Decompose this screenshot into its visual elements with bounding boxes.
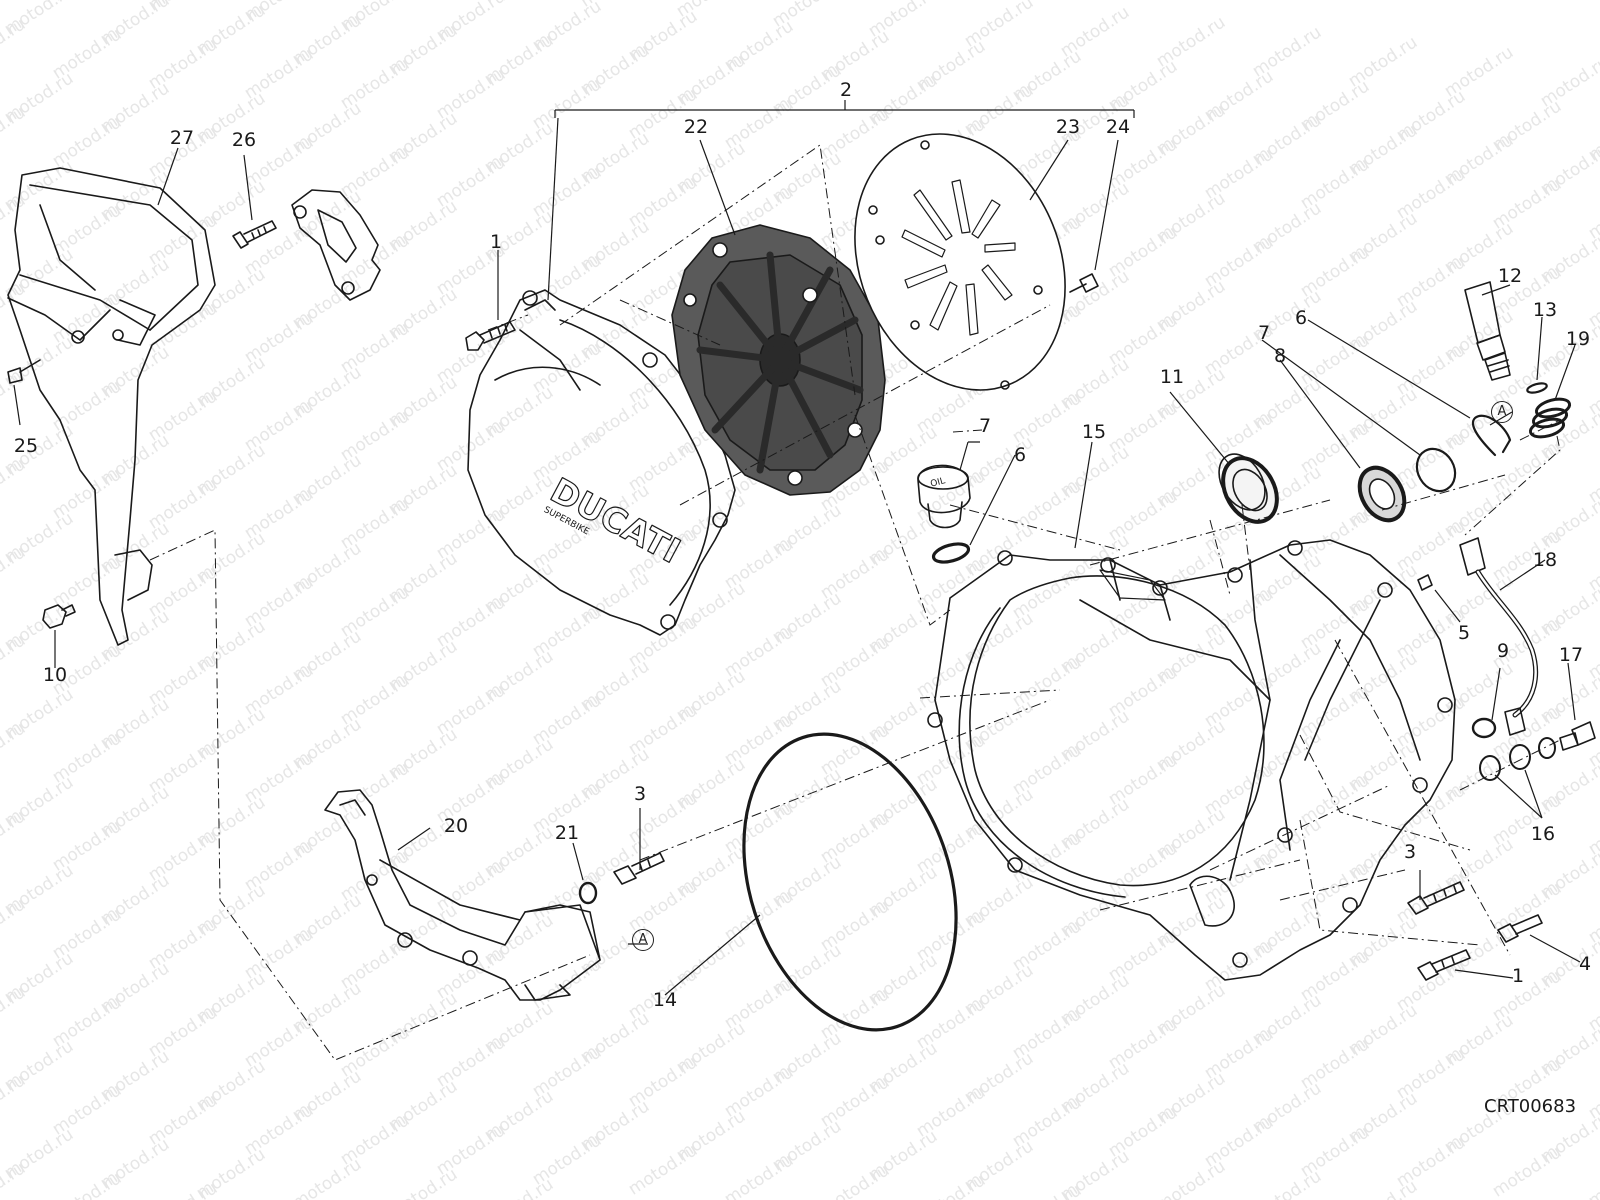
part-21-fitting [1528, 397, 1572, 439]
part-23-washer [578, 881, 598, 905]
callout-24: 22 [683, 116, 709, 138]
callout-15: 13 [1532, 299, 1558, 321]
callout-8: 6 [1294, 307, 1308, 329]
part-28-screw [232, 220, 277, 249]
callout-16: 14 [652, 989, 678, 1011]
part-9-ring [1415, 447, 1457, 493]
ducati-logo: DUCATI SUPERBIKE [542, 470, 687, 572]
part-29-cover-guard [7, 167, 216, 646]
part-5-dowel [1417, 574, 1433, 591]
part-24-gasket [671, 224, 886, 496]
connector-marker-a-right: A [1491, 401, 1513, 423]
callout-12: 10 [42, 664, 68, 686]
callout-1-bottom: 1 [1511, 965, 1525, 987]
callout-9: 7 [1257, 322, 1271, 344]
callout-22: 20 [443, 815, 469, 837]
part-14-sensor [1464, 281, 1511, 381]
callout-25: 23 [1055, 116, 1081, 138]
part-13-seal [1218, 453, 1279, 524]
callout-2: 2 [839, 79, 853, 101]
part-20-oil-pipe [1459, 537, 1539, 736]
callout-5: 5 [1457, 622, 1471, 644]
part-15-washer [1526, 382, 1548, 394]
callout-7: 7 [978, 415, 992, 437]
part-18-washers [1479, 737, 1556, 781]
plate-slots [901, 179, 1016, 336]
callout-4: 4 [1578, 953, 1592, 975]
callout-17: 15 [1081, 421, 1107, 443]
part-22-bracket [324, 789, 601, 1001]
callout-3-second: 3 [1403, 841, 1417, 863]
part-10-seal [1357, 465, 1407, 523]
callout-20: 18 [1532, 549, 1558, 571]
part-27-screw [7, 359, 41, 384]
clutch-cover [467, 289, 736, 636]
reference-code: CRT00683 [1484, 1096, 1577, 1117]
callout-23: 21 [554, 822, 580, 844]
part-25-plate [854, 133, 1066, 391]
callout-1-top: 1 [489, 231, 503, 253]
callout-28: 26 [231, 129, 257, 151]
callout-11: 9 [1496, 640, 1510, 662]
part-4-bolt [1497, 914, 1543, 943]
callout-14: 12 [1497, 265, 1523, 287]
callout-27: 25 [13, 435, 39, 457]
part-3-screw-right [1407, 881, 1465, 915]
part-16-o-ring [742, 732, 958, 1032]
alignment-lines [149, 144, 1561, 1061]
connector-marker-a-left: A [632, 929, 654, 951]
callout-26: 24 [1105, 116, 1131, 138]
part-1-bolt-top [465, 321, 516, 351]
part-8-circlip [1471, 414, 1512, 457]
part-17-housing [927, 539, 1456, 981]
part-12-bolt [42, 604, 76, 629]
callout-13: 11 [1159, 366, 1185, 388]
flange-bracket [291, 189, 381, 301]
leader-lines [13, 100, 1581, 996]
svg-text:OIL: OIL [929, 476, 946, 489]
callout-18: 16 [1530, 823, 1556, 845]
part-19-bolt [1559, 721, 1596, 751]
part-6-o-ring [931, 542, 971, 564]
callout-29: 27 [169, 127, 195, 149]
callout-19: 17 [1558, 644, 1584, 666]
callout-6: 6 [1013, 444, 1027, 466]
part-7-oil-cap: OIL [917, 464, 971, 529]
callout-21: 19 [1565, 328, 1591, 350]
part-3-screw-left [613, 852, 665, 885]
callout-3-left: 3 [633, 783, 647, 805]
part-11-ring [1471, 717, 1497, 739]
part-1-bolt-bottom [1417, 949, 1471, 981]
callout-10: 8 [1273, 345, 1287, 367]
part-26-screw [1069, 273, 1099, 293]
